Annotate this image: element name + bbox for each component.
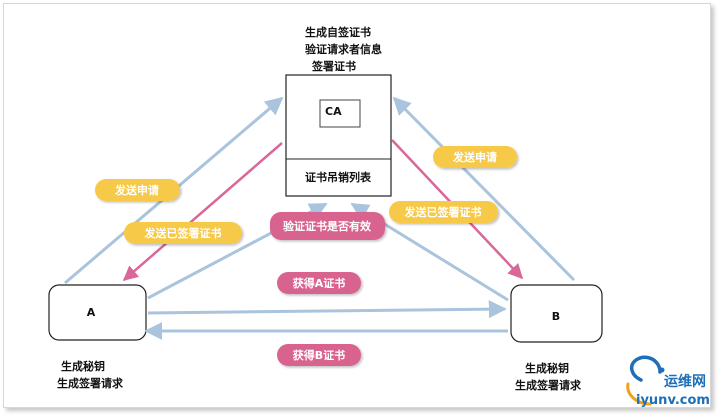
- arrow-b-to-ca-request: [392, 96, 576, 282]
- pill-a-send-signed-label: 发送已签署证书: [144, 226, 222, 240]
- ca-note-sign-cert: 签署证书: [311, 59, 356, 73]
- party-b-outline: [510, 284, 603, 343]
- watermark-domain: iyunv.com: [636, 393, 710, 408]
- pill-b-send-request: 发送申请: [433, 146, 517, 168]
- party-b-box: B: [510, 284, 603, 343]
- arrow-a-to-b-cert: [147, 300, 507, 319]
- watermark: 运维网 iyunv.com: [626, 355, 710, 408]
- pill-b-send-signed: 发送已签署证书: [389, 201, 498, 223]
- watermark-logo-icon: [626, 355, 665, 406]
- pill-get-a-cert: 获得A证书: [277, 272, 361, 294]
- pill-verify-cert: 验证证书是否有效: [270, 212, 385, 240]
- crl-label: 证书吊销列表: [305, 170, 372, 184]
- ca-note-verify-requester: 验证请求者信息: [305, 42, 382, 56]
- pill-verify-cert-label: 验证证书是否有效: [283, 219, 372, 233]
- pill-a-send-signed: 发送已签署证书: [124, 222, 242, 244]
- party-b-note-gen-key: 生成秘钥: [525, 361, 569, 375]
- ca-inner-box: [319, 99, 361, 128]
- party-b-note-gen-csr: 生成签署请求: [515, 378, 582, 392]
- ca-box: CA 证书吊销列表: [285, 74, 392, 197]
- watermark-brand: 运维网: [664, 373, 706, 390]
- pill-get-b-cert: 获得B证书: [277, 344, 361, 366]
- pill-a-send-request-label: 发送申请: [114, 183, 159, 197]
- pill-get-b-cert-label: 获得B证书: [293, 348, 345, 362]
- party-a-outline: [48, 284, 147, 341]
- ca-label: CA: [325, 105, 342, 118]
- arrow-ca-to-a-signed: [122, 142, 283, 281]
- pill-a-send-request: 发送申请: [95, 179, 180, 201]
- pill-b-send-signed-label: 发送已签署证书: [404, 205, 482, 219]
- pill-b-send-request-label: 发送申请: [452, 150, 497, 164]
- party-a-box: A: [48, 284, 147, 341]
- ca-note-self-signed: 生成自签证书: [305, 25, 371, 39]
- party-a-note-gen-csr: 生成签署请求: [57, 376, 124, 390]
- party-a-label: A: [87, 306, 96, 319]
- party-a-note-gen-key: 生成秘钥: [61, 359, 105, 373]
- party-b-label: B: [552, 310, 560, 323]
- ca-box-outline: [285, 74, 392, 197]
- pill-get-a-cert-label: 获得A证书: [293, 276, 346, 290]
